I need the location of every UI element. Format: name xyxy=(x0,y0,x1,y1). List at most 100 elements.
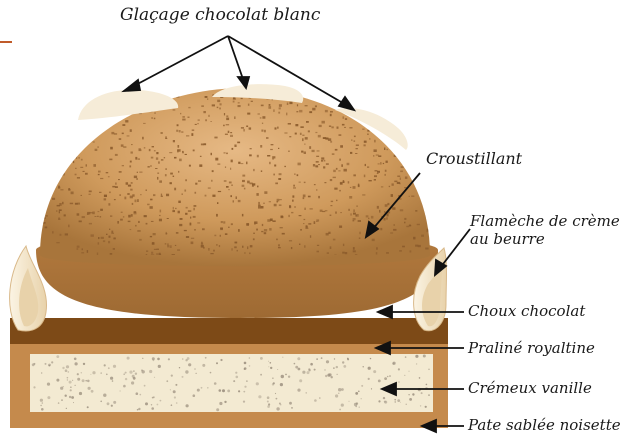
vanilla-speck xyxy=(157,364,161,368)
speckle xyxy=(81,248,83,251)
speckle xyxy=(43,104,47,107)
speckle xyxy=(376,173,379,174)
speckle xyxy=(421,194,424,197)
vanilla-speck xyxy=(151,357,155,361)
speckle xyxy=(367,166,370,168)
speckle xyxy=(318,164,320,166)
speckle xyxy=(174,187,177,191)
vanilla-speck xyxy=(136,408,139,411)
speckle xyxy=(219,103,222,106)
vanilla-speck xyxy=(244,385,247,388)
speckle xyxy=(147,166,150,168)
speckle xyxy=(316,250,319,253)
speckle xyxy=(258,201,260,205)
vanilla-speck xyxy=(78,391,83,396)
speckle xyxy=(249,154,252,157)
speckle xyxy=(194,191,197,194)
vanilla-speck xyxy=(280,374,284,379)
speckle xyxy=(91,121,95,125)
vanilla-speck xyxy=(367,377,370,380)
speckle xyxy=(143,215,147,218)
speckle xyxy=(171,254,175,255)
vanilla-speck xyxy=(285,373,287,376)
speckle xyxy=(303,181,306,184)
vanilla-speck xyxy=(185,370,189,374)
speckle xyxy=(305,225,308,227)
speckle xyxy=(352,220,355,222)
speckle xyxy=(157,172,160,174)
speckle xyxy=(177,210,180,214)
speckle xyxy=(242,174,246,177)
speckle xyxy=(223,180,227,182)
speckle xyxy=(235,196,237,199)
speckle xyxy=(131,202,134,205)
speckle xyxy=(302,197,305,200)
vanilla-speck xyxy=(218,389,222,392)
speckle xyxy=(62,201,64,205)
speckle xyxy=(232,100,235,103)
speckle xyxy=(203,143,207,146)
speckle xyxy=(215,157,219,161)
speckle xyxy=(425,215,429,218)
speckle xyxy=(129,129,132,132)
vanilla-speck xyxy=(333,367,335,369)
vanilla-speck xyxy=(408,394,410,396)
speckle xyxy=(77,202,80,205)
vanilla-speck xyxy=(306,371,310,375)
speckle xyxy=(428,208,430,211)
vanilla-speck xyxy=(369,357,372,360)
speckle xyxy=(197,123,199,125)
speckle xyxy=(237,141,241,144)
speckle xyxy=(114,153,118,156)
arrow-glaze-left xyxy=(129,35,229,89)
speckle xyxy=(303,218,306,221)
speckle xyxy=(234,116,236,119)
vanilla-speck xyxy=(167,358,170,361)
speckle xyxy=(422,184,424,186)
speckle xyxy=(131,144,133,146)
speckle xyxy=(226,115,229,118)
vanilla-speck xyxy=(243,361,247,365)
speckle xyxy=(99,216,102,218)
speckle xyxy=(100,236,104,239)
speckle xyxy=(187,116,190,118)
speckle xyxy=(156,248,159,250)
vanilla-speck xyxy=(268,360,270,362)
speckle xyxy=(304,137,308,140)
vanilla-speck xyxy=(308,368,311,371)
speckle xyxy=(52,231,54,234)
speckle xyxy=(163,157,166,159)
speckle xyxy=(304,245,306,248)
speckle xyxy=(147,203,150,206)
speckle xyxy=(94,216,97,217)
vanilla-speck xyxy=(159,399,162,402)
speckle xyxy=(386,217,388,220)
vanilla-speck xyxy=(297,367,301,371)
speckle xyxy=(278,178,282,180)
speckle xyxy=(399,119,401,122)
speckle xyxy=(175,207,177,210)
speckle xyxy=(90,234,94,237)
vanilla-speck xyxy=(47,396,51,400)
speckle xyxy=(70,191,74,195)
speckle xyxy=(399,209,404,212)
speckle xyxy=(294,132,297,135)
speckle xyxy=(88,190,92,193)
vanilla-speck xyxy=(126,356,130,360)
speckle xyxy=(424,192,428,195)
speckle xyxy=(382,162,385,165)
vanilla-speck xyxy=(314,399,317,402)
speckle xyxy=(352,218,356,221)
speckle xyxy=(200,244,204,248)
speckle xyxy=(59,233,62,236)
speckle xyxy=(216,106,219,109)
speckle xyxy=(149,235,153,238)
speckle xyxy=(373,149,377,152)
vanilla-speck xyxy=(238,390,241,393)
speckle xyxy=(107,176,110,178)
speckle xyxy=(384,204,388,207)
speckle xyxy=(95,132,99,134)
cremeux-speckles xyxy=(31,354,430,412)
speckle xyxy=(155,168,158,169)
speckle xyxy=(338,170,341,172)
